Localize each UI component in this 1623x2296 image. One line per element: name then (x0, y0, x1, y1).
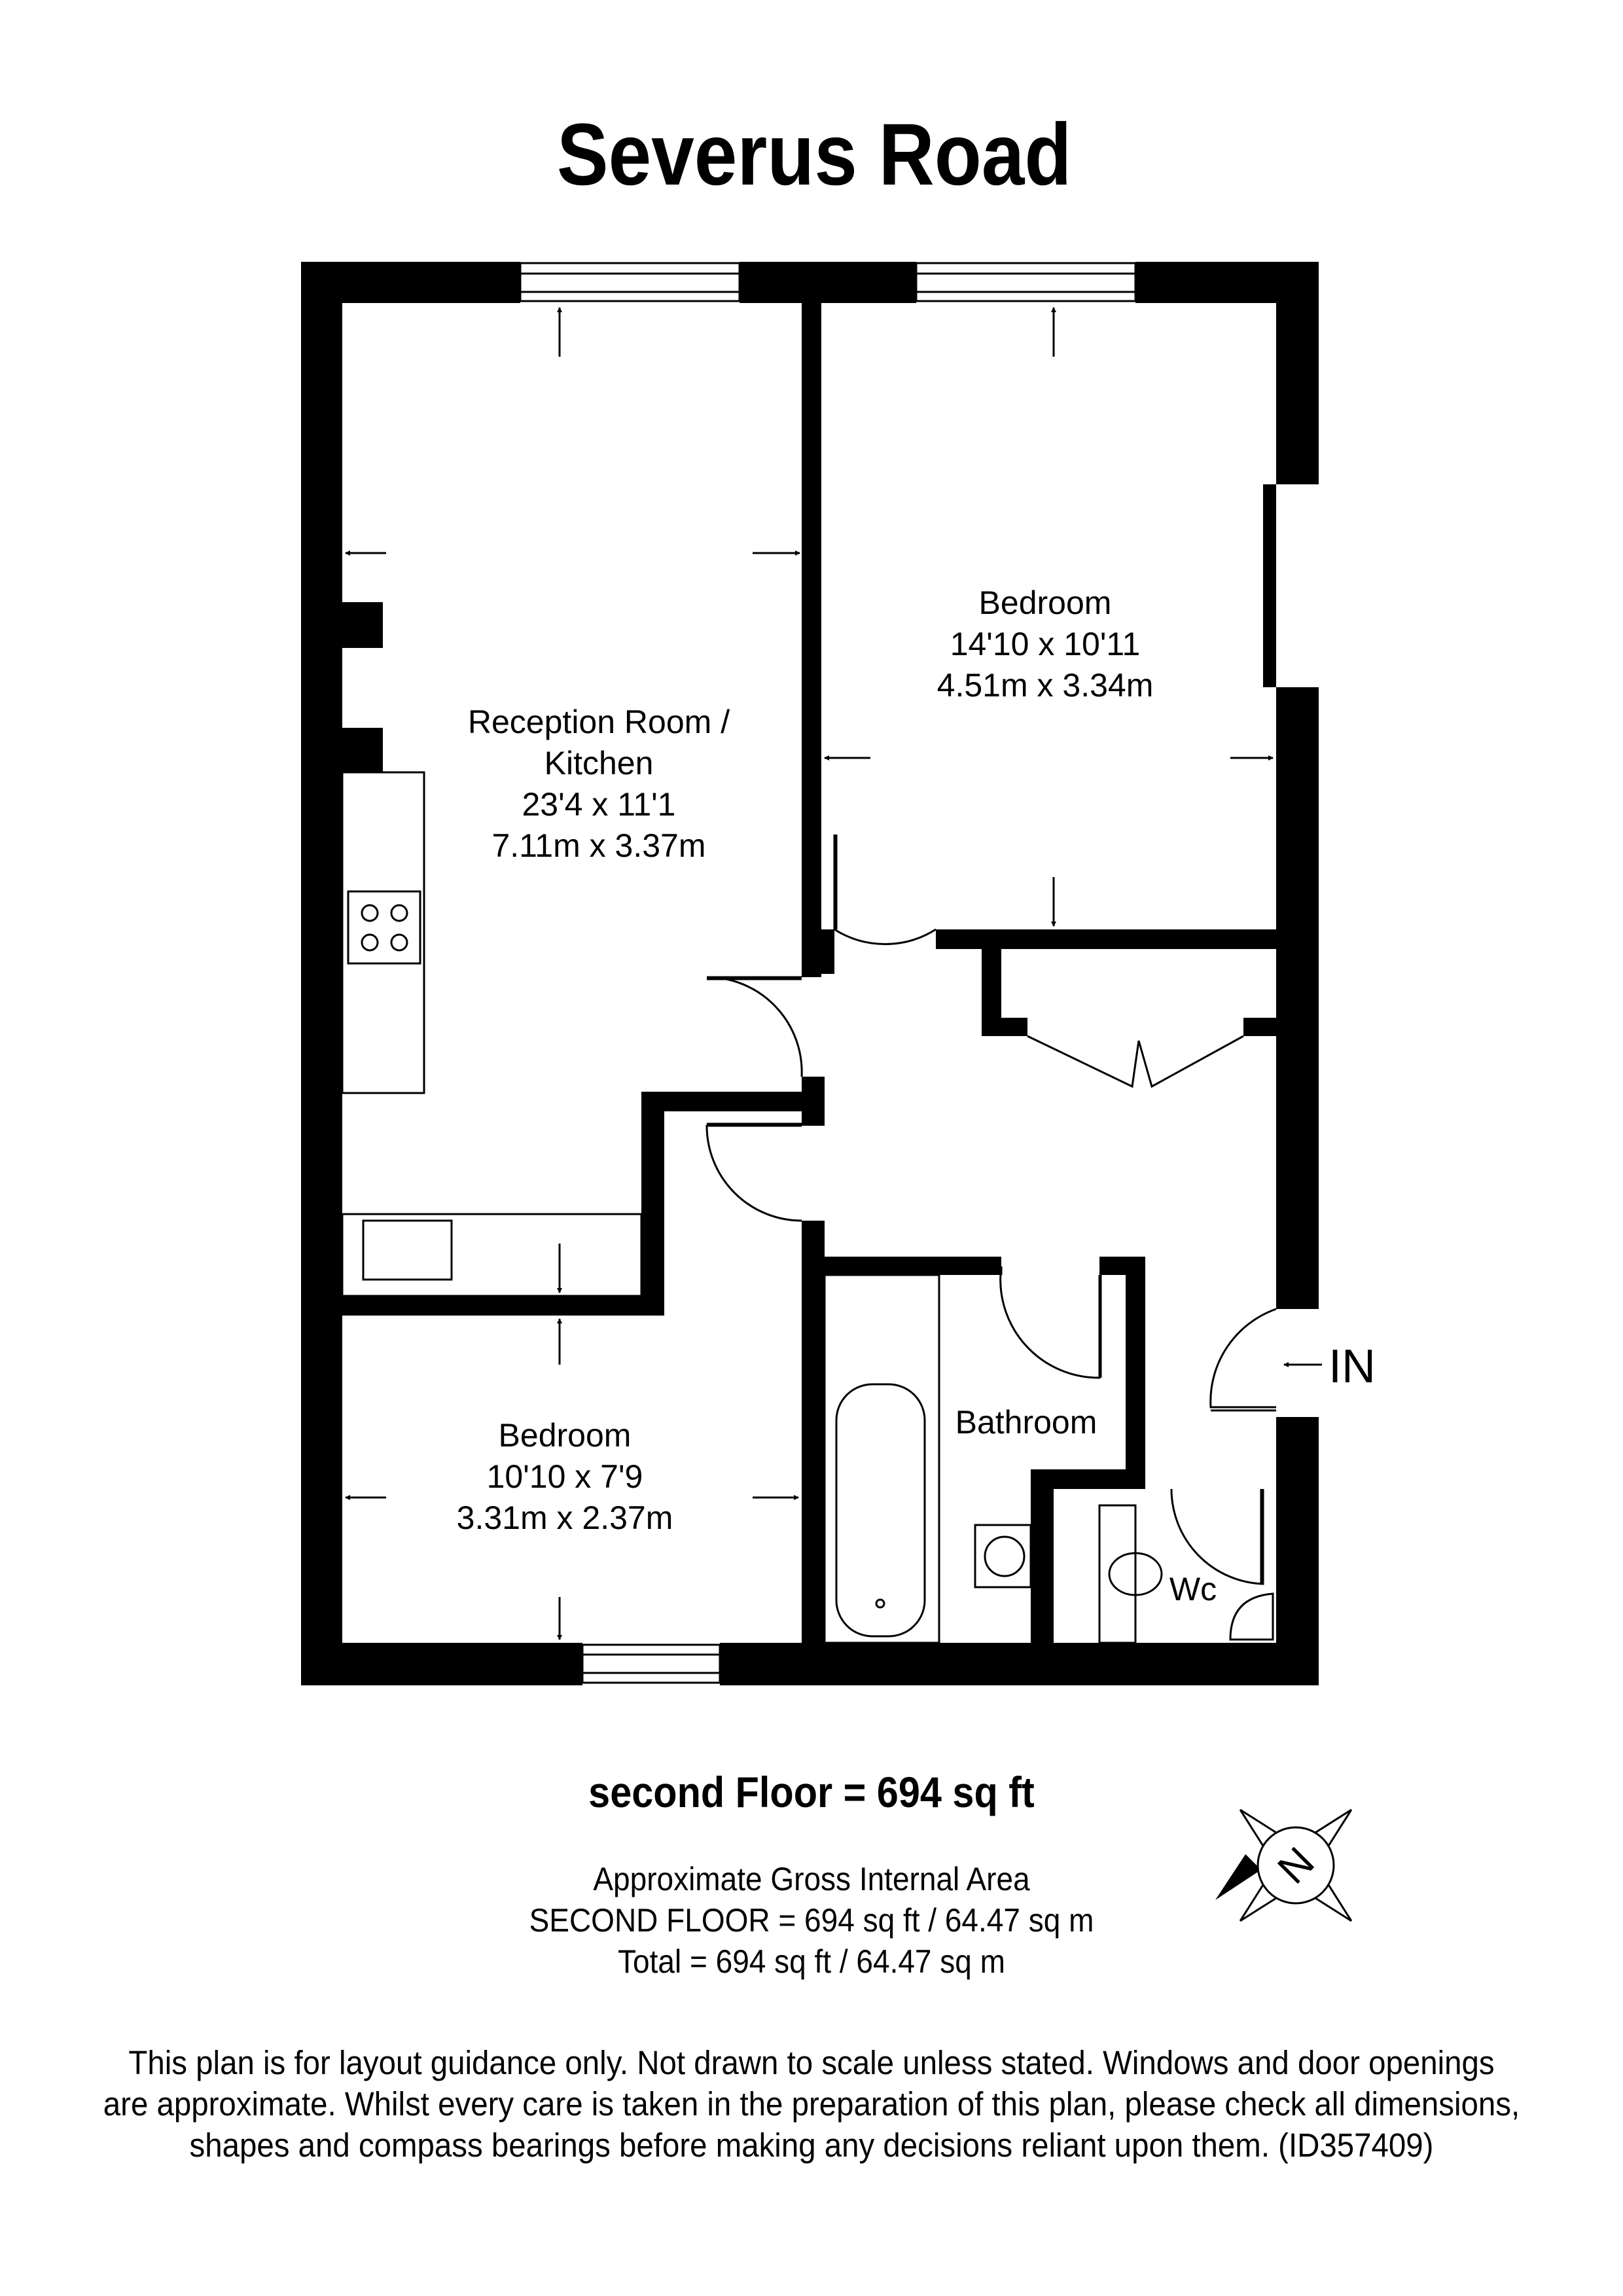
reception-name-2: Kitchen (544, 745, 654, 781)
bathroom-name: Bathroom (955, 1404, 1097, 1441)
bedroom1-name: Bedroom (979, 584, 1112, 621)
bedroom1-imperial: 14'10 x 10'11 (950, 626, 1141, 662)
kitchen-sink (362, 1219, 453, 1281)
compass-icon: N (1215, 1808, 1353, 1922)
disclaimer-line-1: This plan is for layout guidance only. N… (128, 2044, 1495, 2081)
sink-counter (341, 1213, 643, 1297)
entrance-label: IN (1329, 1340, 1376, 1393)
bedroom1-metric: 4.51m x 3.34m (937, 667, 1154, 704)
doors (705, 834, 1277, 1585)
disclaimer: This plan is for layout guidance only. N… (0, 2042, 1623, 2166)
disclaimer-line-2: are approximate. Whilst every care is ta… (103, 2085, 1520, 2123)
bedroom2-imperial: 10'10 x 7'9 (487, 1458, 643, 1495)
gia-line-1: Approximate Gross Internal Area (593, 1861, 1030, 1897)
gia-line-2: SECOND FLOOR = 694 sq ft / 64.47 sq m (529, 1902, 1094, 1939)
gia-line-3: Total = 694 sq ft / 64.47 sq m (618, 1943, 1005, 1980)
reception-metric: 7.11m x 3.37m (491, 827, 705, 864)
room-labels: Reception Room / Kitchen 23'4 x 11'1 7.1… (457, 584, 1217, 1607)
wc-name: Wc (1169, 1571, 1217, 1607)
reception-name-1: Reception Room / (468, 704, 730, 740)
hob (347, 890, 421, 965)
bathtub (835, 1383, 926, 1638)
bedroom2-name: Bedroom (499, 1417, 632, 1454)
interior-walls (342, 303, 1289, 1653)
dimension-arrows (345, 307, 1322, 1640)
windows (519, 262, 1137, 1684)
kitchen-counter (341, 771, 425, 1094)
gross-internal-area: Approximate Gross Internal Area SECOND F… (0, 1859, 1623, 1982)
wc-cistern (1098, 1504, 1137, 1644)
floor-area-heading: second Floor = 694 sq ft (588, 1768, 1035, 1816)
plan-title: Severus Road (556, 106, 1072, 204)
reception-imperial: 23'4 x 11'1 (522, 786, 675, 823)
wc-basin (1229, 1592, 1274, 1641)
fixtures (341, 771, 1274, 1644)
basin (974, 1524, 1032, 1588)
bath-surround (823, 1274, 940, 1644)
bedroom2-metric: 3.31m x 2.37m (457, 1499, 673, 1536)
toilet-bowl (1108, 1552, 1163, 1596)
disclaimer-line-3: shapes and compass bearings before makin… (189, 2126, 1434, 2164)
